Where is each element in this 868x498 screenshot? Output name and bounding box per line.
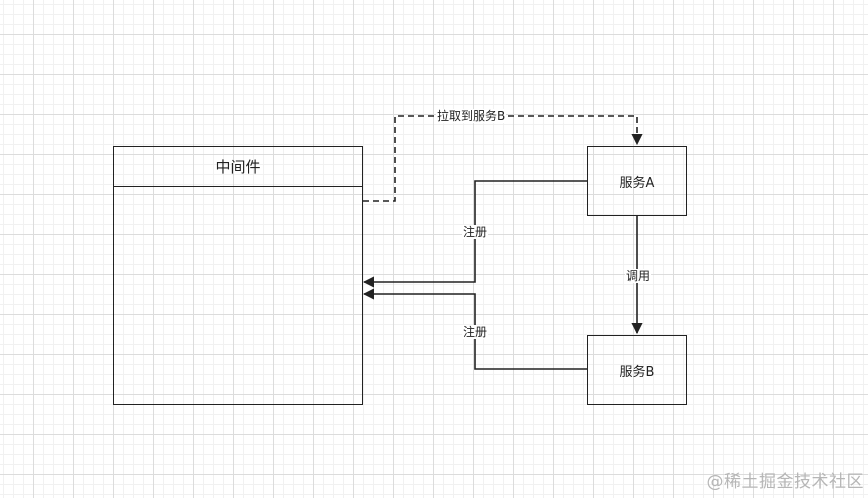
call-edge-label: 调用: [625, 269, 652, 283]
register-b-edge-label: 注册: [462, 325, 489, 339]
register-a-edge-label: 注册: [462, 225, 489, 239]
service-b-label: 服务B: [619, 364, 655, 380]
service-a-node[interactable]: 服务A: [587, 146, 687, 216]
service-a-label: 服务A: [619, 175, 655, 191]
service-b-node[interactable]: 服务B: [587, 335, 687, 405]
middleware-node[interactable]: 中间件: [113, 146, 363, 405]
watermark: @稀土掘金技术社区: [706, 472, 864, 492]
middleware-header: 中间件: [114, 147, 362, 187]
pull-connector: [363, 115, 643, 202]
middleware-label: 中间件: [215, 158, 261, 176]
pull-edge-label: 拉取到服务B: [436, 109, 507, 123]
